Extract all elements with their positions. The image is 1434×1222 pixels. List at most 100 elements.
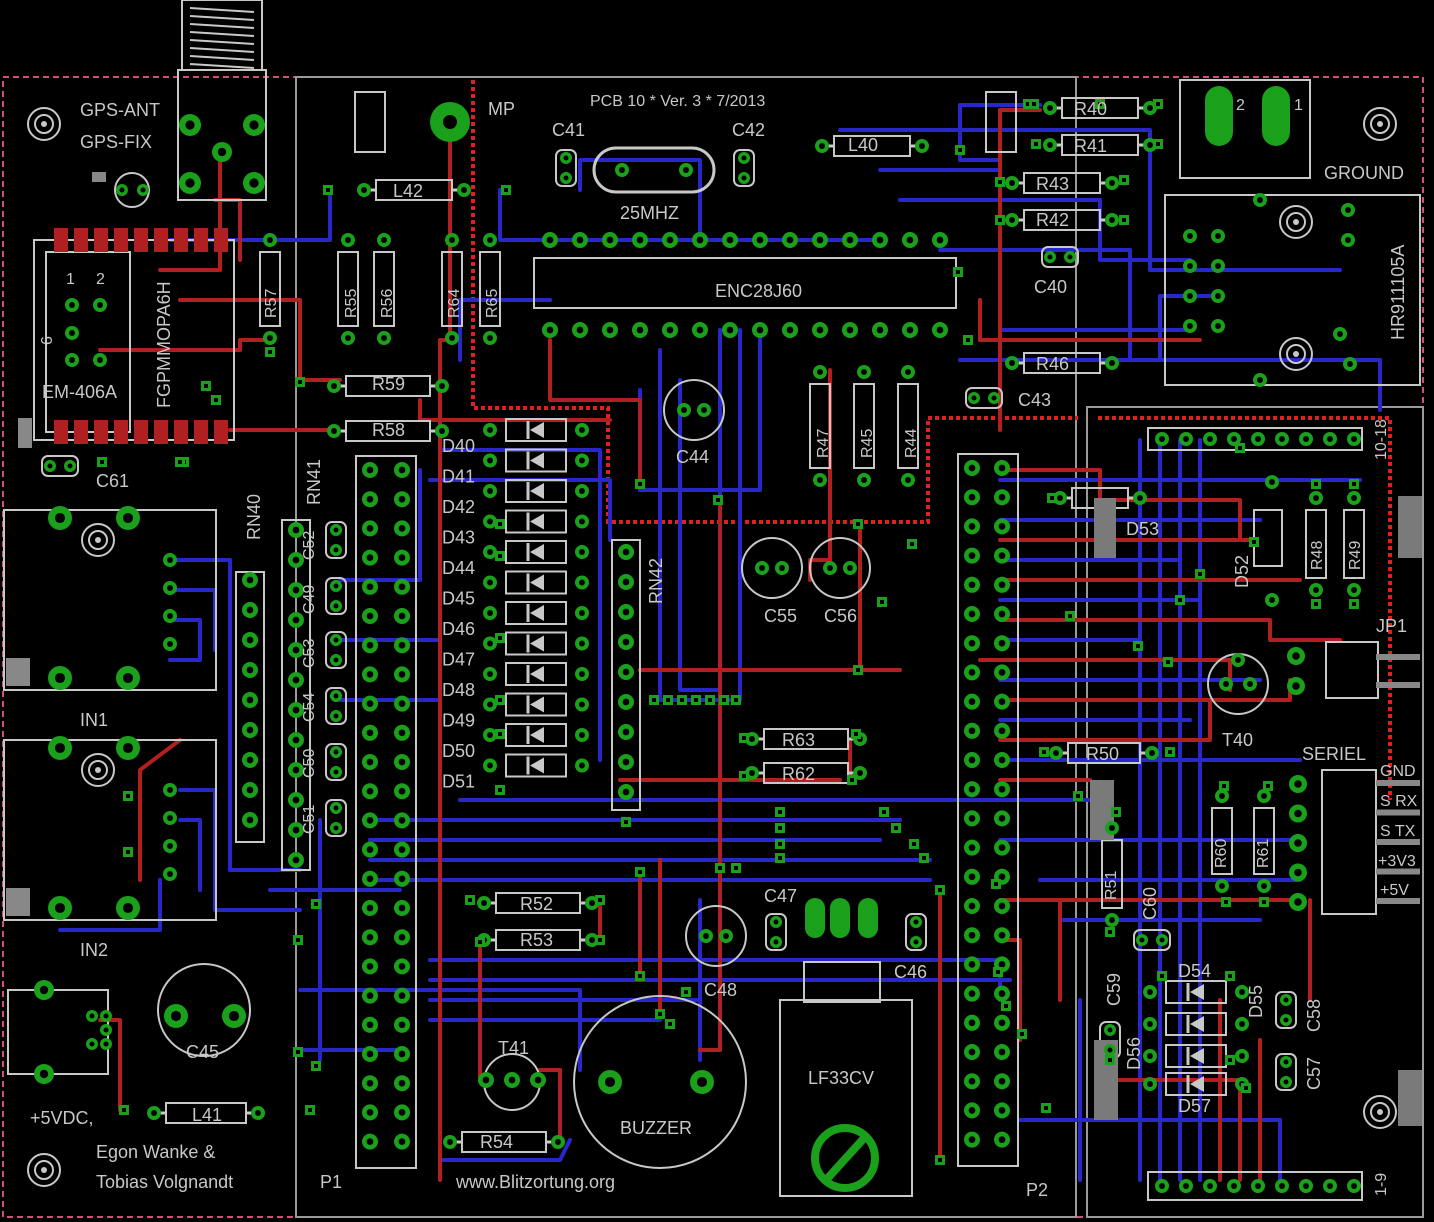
via-hole (1156, 102, 1160, 106)
regulator-leads (803, 961, 881, 1003)
pad-hole (167, 815, 173, 821)
label-srx: S RX (1380, 793, 1418, 810)
pad-hole (1107, 1047, 1113, 1053)
pad-hole (361, 187, 367, 193)
pad-hole (905, 477, 911, 483)
seriel-pin (1376, 809, 1420, 816)
label-r51: R51 (1103, 871, 1120, 900)
pad-hole (1327, 1183, 1333, 1189)
pad-hole (167, 843, 173, 849)
power-jack (7, 989, 109, 1075)
via-hole (856, 522, 860, 526)
pad-hole (1247, 681, 1253, 687)
pad-hole (366, 933, 374, 941)
via-hole (856, 668, 860, 672)
pad-hole (185, 178, 195, 188)
pad-hole (54, 902, 66, 914)
via-hole (742, 736, 746, 740)
diode-d50 (505, 723, 567, 747)
label-ground: GROUND (1324, 163, 1404, 183)
label-r62: R62 (782, 764, 815, 784)
pad-hole (636, 326, 644, 334)
label-r58: R58 (372, 420, 405, 440)
label-r49: R49 (1347, 541, 1364, 570)
pad-hole (1294, 868, 1302, 877)
pad-hole (1187, 293, 1193, 299)
pad-hole (292, 766, 300, 774)
pad-hole (398, 583, 406, 591)
pad-hole (1345, 207, 1351, 213)
pad-hole (606, 326, 614, 334)
pad-hole (563, 155, 569, 161)
thread-line (189, 63, 255, 69)
label-r40: R40 (1074, 99, 1107, 119)
pad-hole (1187, 323, 1193, 329)
via-hole (694, 698, 698, 702)
pad-hole (589, 900, 595, 906)
via-hole (938, 888, 942, 892)
pad-hole (827, 565, 833, 571)
pad-hole (246, 606, 254, 614)
regulator-tab-hole (811, 1124, 879, 1192)
pad-hole (487, 671, 493, 677)
diode-d48 (505, 662, 567, 686)
label-em: EM-406A (42, 382, 117, 402)
pad-hole (622, 548, 630, 556)
diode-symbol (1190, 1048, 1204, 1064)
pad-hole (398, 641, 406, 649)
diode-d42 (505, 479, 567, 503)
pad-hole (998, 756, 1006, 764)
thread-line (189, 55, 255, 61)
pad-hole (1137, 495, 1143, 501)
via-hole (1108, 930, 1112, 934)
label-enc: ENC28J60 (715, 281, 802, 301)
bottom-trace (578, 158, 702, 242)
pad-hole (861, 477, 867, 483)
via-hole (1122, 178, 1126, 182)
pad-hole (89, 1041, 95, 1047)
label-d55: D55 (1246, 985, 1266, 1018)
smd-pad (74, 228, 88, 252)
diode-symbol (530, 544, 544, 560)
via-hole (1076, 794, 1080, 798)
pad-hole (292, 556, 300, 564)
label-r63: R63 (782, 730, 815, 750)
pad-hole (968, 581, 976, 589)
bottom-trace (838, 128, 1342, 272)
pad-hole (67, 463, 73, 469)
pad-hole (167, 557, 173, 563)
pad-hole (331, 383, 337, 389)
pad-hole (998, 727, 1006, 735)
pad-hole (998, 552, 1006, 559)
pad-hole (217, 147, 227, 157)
diode-d55 (1165, 1012, 1227, 1036)
pad-hole (439, 383, 445, 389)
label-r59: R59 (372, 374, 405, 394)
thread-line (189, 7, 255, 13)
smd-pad (54, 420, 68, 444)
label-d54: D54 (1178, 961, 1211, 981)
label-fgp: FGPMMOPA6H (154, 281, 174, 408)
pad-hole (1207, 1183, 1213, 1189)
smd-pad (174, 420, 188, 444)
mounting-hole (1363, 107, 1397, 141)
pad-hole (579, 610, 585, 616)
pad-hole (968, 785, 976, 793)
via-hole (1224, 900, 1228, 904)
via-hole (498, 732, 502, 736)
jack-marker (6, 888, 30, 916)
bottom-trace (168, 558, 302, 872)
thread-line (189, 39, 255, 45)
pad-hole (906, 326, 914, 334)
mounting-hole-center (1293, 351, 1299, 357)
pad-hole (1239, 989, 1245, 995)
pad-hole (998, 610, 1006, 618)
label-seriel: SERIEL (1302, 744, 1366, 764)
pad-hole (366, 1138, 374, 1145)
pad-hole (449, 335, 455, 341)
diode-d41 (505, 448, 567, 473)
via-hole (1136, 644, 1140, 648)
mounting-hole (1279, 205, 1313, 239)
mp-hole (443, 115, 457, 129)
pad-hole (119, 187, 125, 193)
